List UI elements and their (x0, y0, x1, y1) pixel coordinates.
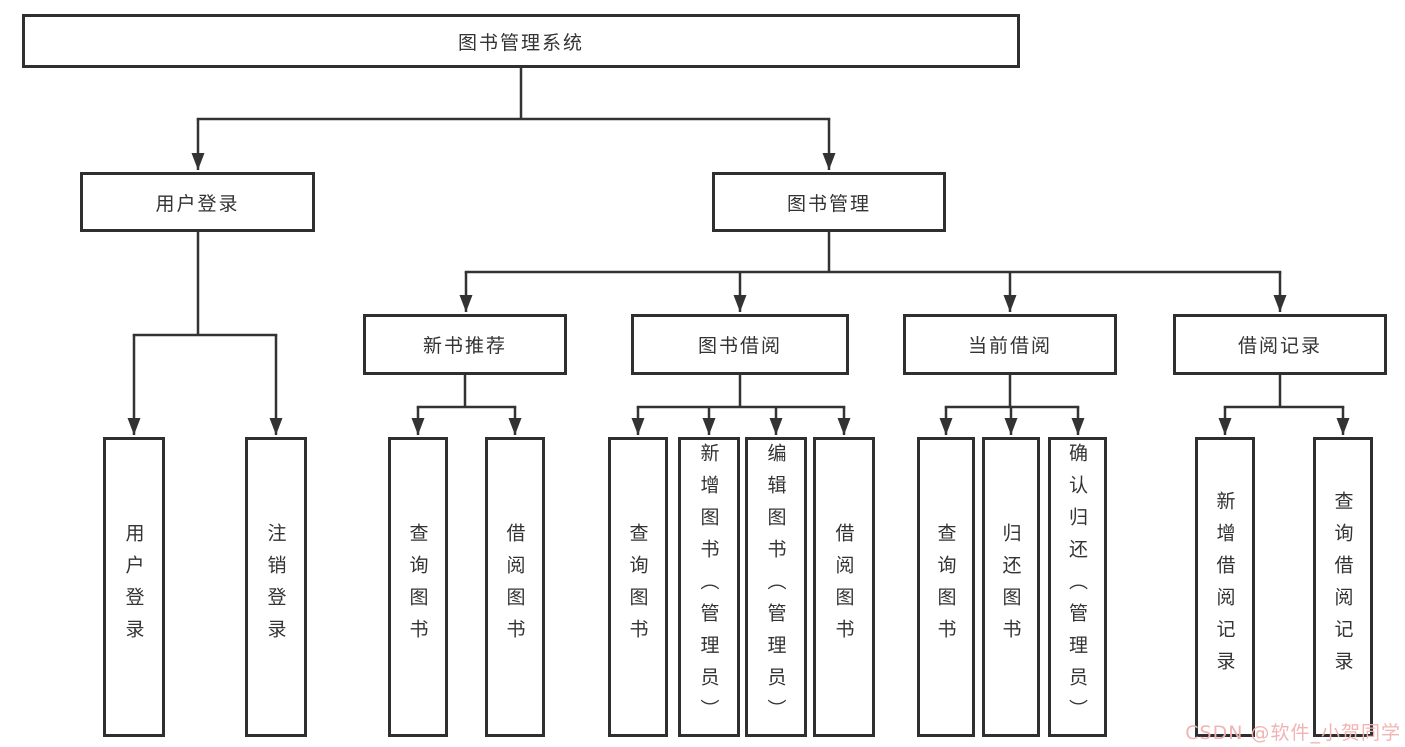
leaf-bb-edit-book-admin: 编辑图书（管理员） (745, 437, 807, 737)
leaf-bb-add-book-admin: 新增图书（管理员） (678, 437, 740, 737)
node-current-borrowing-label: 当前借阅 (967, 335, 1052, 357)
csdn-watermark: CSDN @软件_小贺同学 (1185, 722, 1401, 744)
node-user-login: 用户登录 (80, 172, 315, 232)
node-new-book-recommendation-label: 新书推荐 (422, 335, 507, 357)
leaf-cb-query-book-label: 查询图书 (934, 523, 957, 651)
leaf-br-add-record-label: 新增借阅记录 (1213, 491, 1236, 683)
node-book-management-label: 图书管理 (786, 192, 871, 215)
node-book-borrowing: 图书借阅 (631, 314, 849, 375)
node-new-book-recommendation: 新书推荐 (363, 314, 567, 375)
leaf-rec-query-book: 查询图书 (388, 437, 448, 737)
node-current-borrowing: 当前借阅 (903, 314, 1117, 375)
leaf-br-add-record: 新增借阅记录 (1195, 437, 1255, 737)
node-user-login-label: 用户登录 (155, 192, 240, 215)
leaf-rec-borrow-book: 借阅图书 (485, 437, 545, 737)
leaf-user-login: 用户登录 (103, 437, 165, 737)
leaf-bb-query-book-label: 查询图书 (626, 523, 649, 651)
leaf-cb-query-book: 查询图书 (917, 437, 975, 737)
leaf-cb-confirm-return-admin-label: 确认归还（管理员） (1066, 443, 1088, 731)
leaf-rec-borrow-book-label: 借阅图书 (503, 523, 526, 651)
leaf-user-login-label: 用户登录 (122, 523, 145, 651)
leaf-bb-borrow-book-label: 借阅图书 (832, 523, 855, 651)
leaf-bb-edit-book-admin-label: 编辑图书（管理员） (764, 443, 787, 731)
leaf-rec-query-book-label: 查询图书 (406, 523, 429, 651)
leaf-cb-return-book: 归还图书 (982, 437, 1040, 737)
leaf-logout-label: 注销登录 (264, 523, 287, 651)
leaf-bb-query-book: 查询图书 (608, 437, 668, 737)
leaf-cb-confirm-return-admin: 确认归还（管理员） (1048, 437, 1107, 737)
node-book-management: 图书管理 (712, 172, 946, 232)
node-borrowing-records: 借阅记录 (1173, 314, 1387, 375)
leaf-cb-return-book-label: 归还图书 (999, 523, 1022, 651)
node-root-label: 图书管理系统 (457, 31, 584, 54)
leaf-bb-add-book-admin-label: 新增图书（管理员） (697, 443, 720, 731)
leaf-br-query-record: 查询借阅记录 (1313, 437, 1373, 737)
leaf-bb-borrow-book: 借阅图书 (813, 437, 875, 737)
node-book-borrowing-label: 图书借阅 (697, 335, 782, 357)
leaf-br-query-record-label: 查询借阅记录 (1331, 491, 1354, 683)
leaf-logout: 注销登录 (245, 437, 307, 737)
node-borrowing-records-label: 借阅记录 (1237, 335, 1322, 357)
node-root: 图书管理系统 (22, 14, 1020, 68)
